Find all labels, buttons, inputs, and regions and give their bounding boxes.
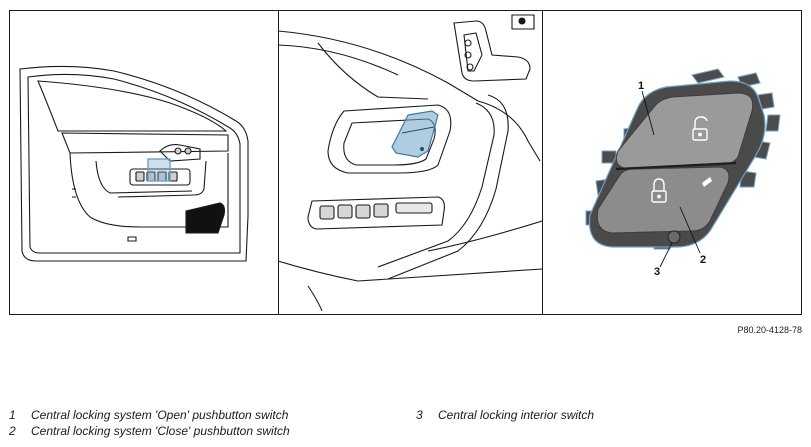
door-panel-closeup-drawing	[278, 14, 542, 312]
legend-number: 2	[9, 424, 16, 438]
legend-item-3: 3 Central locking interior switch	[416, 408, 594, 422]
legend-text: Central locking system 'Close' pushbutto…	[31, 424, 290, 438]
callout-3: 3	[654, 266, 660, 278]
door-panel-closeup-panel	[278, 11, 543, 314]
figure-reference-code: P80.20-4128-78	[737, 325, 802, 335]
switch-detail-drawing: 1 2 3	[585, 68, 781, 278]
unlock-icon	[692, 116, 708, 141]
highlighted-switch	[391, 110, 439, 158]
legend-text: Central locking interior switch	[438, 408, 595, 422]
legend-number: 3	[416, 408, 423, 422]
legend-text: Central locking system 'Open' pushbutton…	[31, 408, 289, 422]
callout-1: 1	[638, 80, 644, 92]
door-overview-panel	[10, 11, 279, 314]
illustration-frame: 1 2 3	[9, 10, 802, 315]
switch-detail-panel: 1 2 3	[542, 11, 801, 314]
lock-icon	[651, 178, 667, 203]
door-overview-drawing	[19, 65, 249, 262]
legend-item-1: 1 Central locking system 'Open' pushbutto…	[9, 408, 288, 422]
callout-2: 2	[700, 254, 706, 266]
legend-number: 1	[9, 408, 16, 422]
legend-item-2: 2 Central locking system 'Close' pushbutt…	[9, 424, 290, 438]
